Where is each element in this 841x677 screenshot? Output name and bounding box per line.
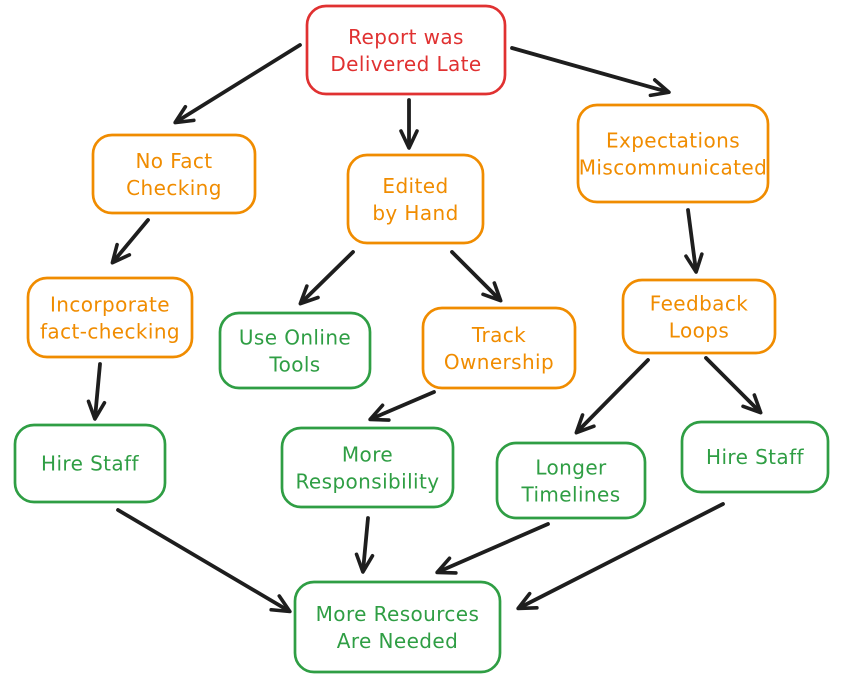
node-label-no-fact-checking-line2: Checking [126,176,222,200]
edge-hire-staff-left-to-more-resources-needed [116,508,292,614]
node-label-more-resources-needed-line1: More Resources [316,602,480,626]
node-label-edited-by-hand-line1: Edited [382,174,448,198]
node-label-track-ownership-line2: Ownership [444,350,554,374]
node-label-feedback-loops-line2: Loops [669,319,729,343]
node-box-edited-by-hand [346,153,485,245]
node-box-expectations-miscommunicated [576,103,770,204]
node-box-longer-timelines [495,441,647,520]
node-label-expectations-miscommunicated-line1: Expectations [606,129,740,153]
node-label-no-fact-checking-line1: No Fact [135,149,212,173]
node-label-report-delivered-late-line2: Delivered Late [330,52,481,76]
node-label-more-resources-needed-line2: Are Needed [337,629,458,653]
edges-layer [86,43,763,614]
node-box-report-delivered-late [305,4,507,96]
edge-no-fact-checking-to-incorporate-fact-checking [110,218,150,265]
node-label-use-online-tools-line1: Use Online [239,326,351,350]
node-label-incorporate-fact-checking-line1: Incorporate [50,293,170,317]
edge-track-ownership-to-more-responsibility [368,390,436,422]
edge-longer-timelines-to-more-resources-needed [435,522,550,575]
edge-report-delivered-late-to-no-fact-checking [173,43,302,125]
node-box-no-fact-checking [91,133,257,215]
node-label-expectations-miscommunicated-line2: Miscommunicated [579,156,767,180]
node-box-hire-staff-left [13,423,167,504]
node-box-hire-staff-right [680,420,830,494]
node-label-track-ownership-line1: Track [471,323,526,347]
edge-incorporate-fact-checking-to-hire-staff-left [86,362,107,421]
node-label-longer-timelines-line2: Timelines [520,483,620,507]
edge-hire-staff-right-to-more-resources-needed [516,502,725,611]
node-box-use-online-tools [218,311,372,390]
edge-edited-by-hand-to-track-ownership [450,250,503,303]
edge-expectations-miscommunicated-to-feedback-loops [684,208,704,274]
node-label-feedback-loops-line1: Feedback [650,292,748,316]
node-label-hire-staff-right-line1: Hire Staff [706,445,804,469]
node-hire-staff-right: Hire Staff [680,420,830,494]
node-label-incorporate-fact-checking-line2: fact-checking [40,320,180,344]
node-hire-staff-left: Hire Staff [13,423,167,504]
node-label-longer-timelines-line1: Longer [535,456,607,480]
node-label-more-responsibility-line2: Responsibility [296,470,440,494]
node-box-track-ownership [421,306,577,390]
node-incorporate-fact-checking: Incorporate fact-checking [26,276,194,359]
node-box-incorporate-fact-checking [26,276,194,359]
node-label-use-online-tools-line2: Tools [268,353,320,377]
edge-feedback-loops-to-longer-timelines [574,358,650,435]
node-label-hire-staff-left-line1: Hire Staff [41,452,139,476]
edge-edited-by-hand-to-use-online-tools [298,250,355,306]
node-label-report-delivered-late-line1: Report was [348,25,464,49]
node-label-more-responsibility-line1: More [342,443,393,467]
node-box-more-responsibility [280,426,455,509]
edge-report-delivered-late-to-expectations-miscommunicated [510,46,671,98]
edge-feedback-loops-to-hire-staff-right [704,356,763,415]
node-edited-by-hand: Edited by Hand [346,153,485,245]
node-label-edited-by-hand-line2: by Hand [372,201,458,225]
node-box-more-resources-needed [293,580,502,674]
edge-more-responsibility-to-more-resources-needed [354,516,375,574]
node-box-feedback-loops [621,278,777,355]
